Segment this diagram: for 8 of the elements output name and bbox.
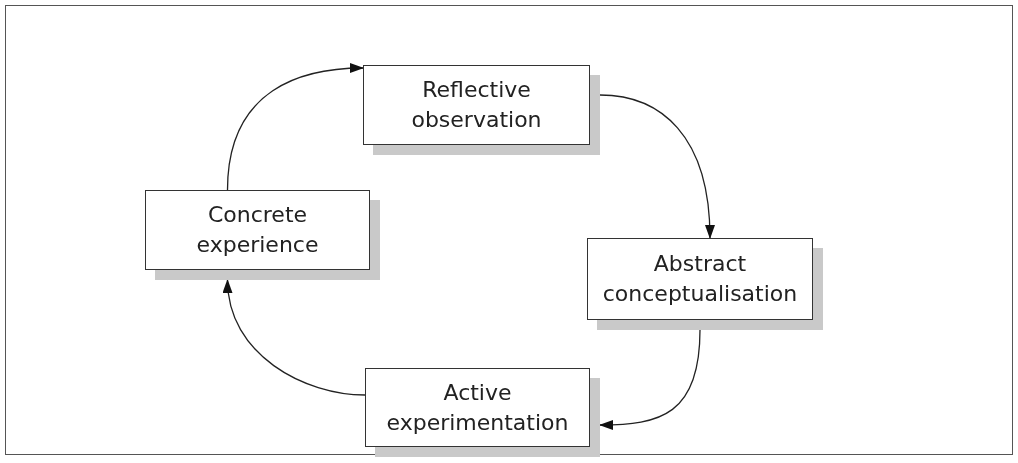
arrow <box>599 329 701 430</box>
box-label: Abstract conceptualisation <box>601 250 799 308</box>
arrow <box>226 63 364 191</box>
box-label: Reflective observation <box>410 76 543 134</box>
arrow <box>599 94 715 239</box>
arrow <box>223 279 366 396</box>
box-label: Active experimentation <box>385 378 570 437</box>
box-label: Concrete experience <box>195 201 320 259</box>
